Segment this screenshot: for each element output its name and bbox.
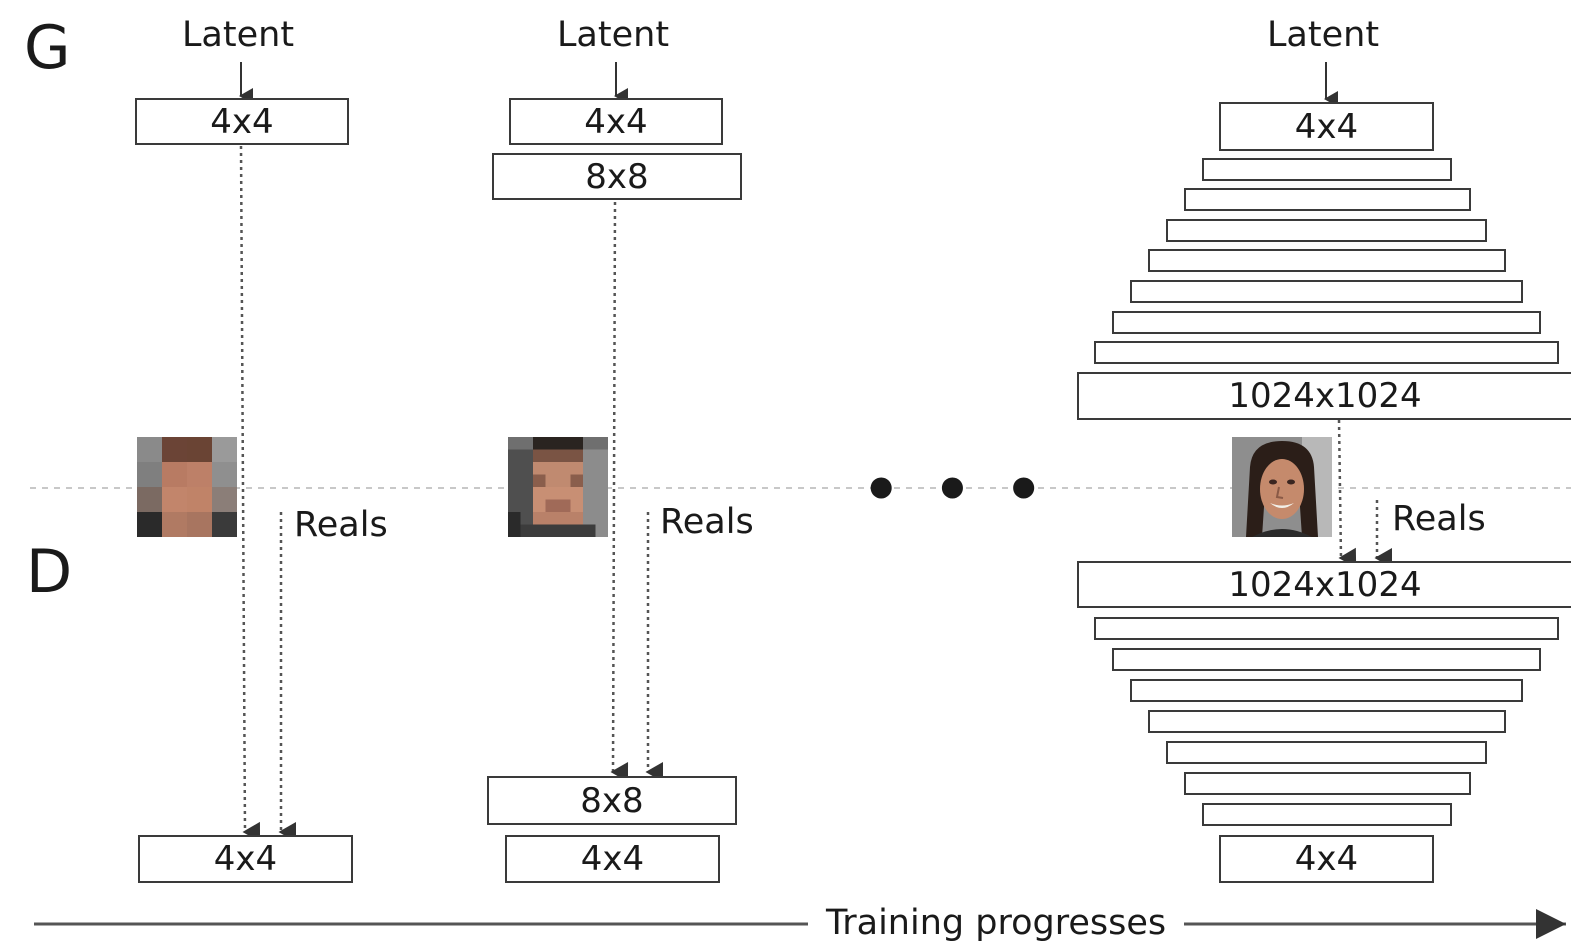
d-block-1024-col3: 1024x1024 xyxy=(1077,561,1571,608)
g-block-intermediate xyxy=(1130,280,1523,303)
generated-face-8x8 xyxy=(508,437,608,537)
g-block-4x4-col2: 4x4 xyxy=(509,98,723,145)
g-block-intermediate xyxy=(1202,158,1452,181)
fake-flow-2 xyxy=(610,201,629,783)
d-block-8x8-col2: 8x8 xyxy=(487,776,737,825)
g-block-intermediate xyxy=(1166,219,1487,242)
d-block-intermediate xyxy=(1202,803,1452,826)
latent-label-2: Latent xyxy=(556,15,670,55)
g-block-intermediate xyxy=(1184,188,1471,211)
training-progresses-label: Training progresses xyxy=(808,906,1185,941)
fake-flow-3 xyxy=(1337,419,1357,568)
g-block-1024-col3: 1024x1024 xyxy=(1077,372,1571,420)
discriminator-label: D xyxy=(26,537,73,607)
g-block-4x4-col3: 4x4 xyxy=(1219,102,1434,151)
d-block-4x4-col2: 4x4 xyxy=(505,835,720,883)
fake-flow-1 xyxy=(239,145,261,842)
d-block-intermediate xyxy=(1166,741,1487,764)
d-block-4x4-col1: 4x4 xyxy=(138,835,353,883)
g-block-intermediate xyxy=(1112,311,1541,334)
latent-label-1: Latent xyxy=(181,15,295,55)
d-block-4x4-col3: 4x4 xyxy=(1219,835,1434,883)
g-block-intermediate xyxy=(1148,249,1506,272)
d-block-intermediate xyxy=(1130,679,1523,702)
g-block-4x4-col1: 4x4 xyxy=(135,98,349,145)
reals-label-1: Reals xyxy=(294,505,388,545)
g-block-8x8-col2: 8x8 xyxy=(492,153,742,200)
d-block-intermediate xyxy=(1094,617,1559,640)
generated-face-4x4 xyxy=(137,437,237,537)
generated-face-1024 xyxy=(1232,437,1332,537)
d-block-intermediate xyxy=(1184,772,1471,795)
g-block-intermediate xyxy=(1094,341,1559,364)
latent-label-3: Latent xyxy=(1266,15,1380,55)
reals-label-3: Reals xyxy=(1392,499,1486,539)
ellipsis: • • • xyxy=(862,455,1049,525)
generator-label: G xyxy=(24,13,71,83)
reals-label-2: Reals xyxy=(660,502,754,542)
d-block-intermediate xyxy=(1148,710,1506,733)
d-block-intermediate xyxy=(1112,648,1541,671)
